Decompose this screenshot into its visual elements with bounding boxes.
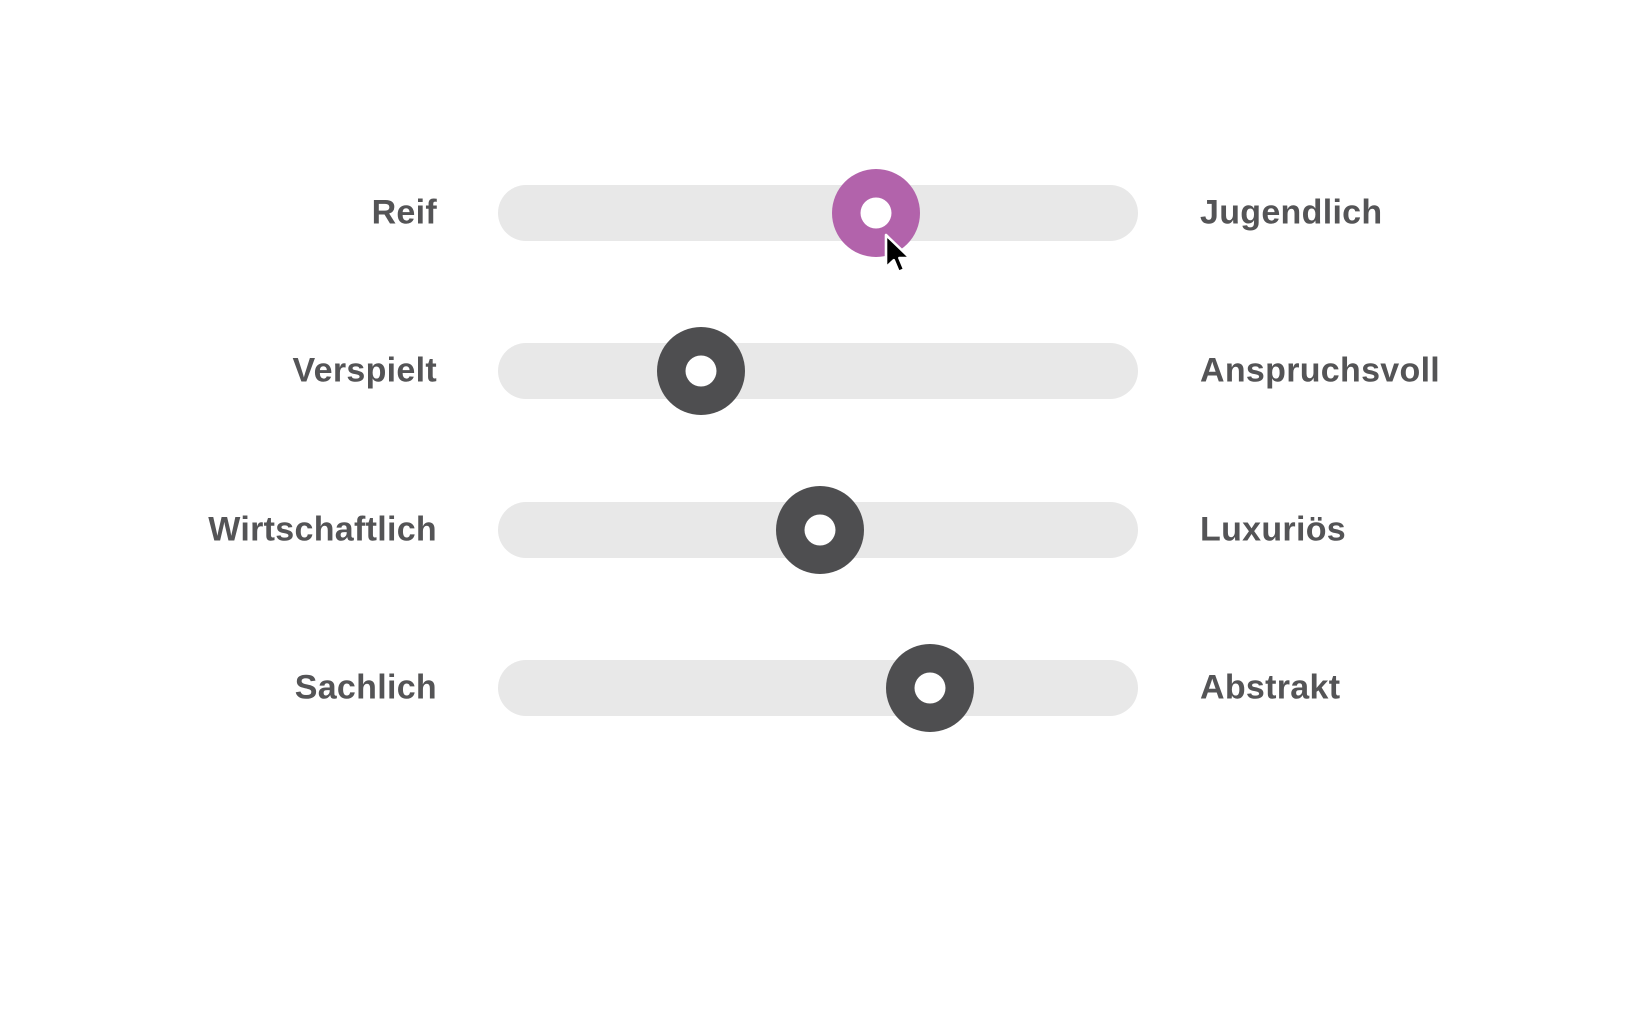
slider-row-wirtschaftlich-luxurioes: Wirtschaftlich Luxuriös <box>0 486 1636 574</box>
slider-handle-hole <box>804 514 836 546</box>
slider-handle-hole <box>685 355 717 387</box>
slider-track-verspielt-anspruchsvoll[interactable] <box>498 327 1138 415</box>
slider-left-label: Wirtschaftlich <box>208 510 437 549</box>
slider-handle-hole <box>914 672 946 704</box>
slider-left-label: Reif <box>371 193 437 232</box>
slider-handle-verspielt-anspruchsvoll[interactable] <box>656 327 745 415</box>
slider-row-sachlich-abstrakt: Sachlich Abstrakt <box>0 644 1636 732</box>
slider-handle-sachlich-abstrakt[interactable] <box>886 644 974 732</box>
slider-handle-reif-jugendlich[interactable] <box>832 169 921 257</box>
slider-right-label: Abstrakt <box>1200 668 1341 707</box>
slider-right-label: Anspruchsvoll <box>1200 351 1441 390</box>
slider-right-label: Luxuriös <box>1200 510 1346 549</box>
slider-track-sachlich-abstrakt[interactable] <box>498 644 1138 732</box>
slider-row-verspielt-anspruchsvoll: Verspielt Anspruchsvoll <box>0 327 1636 415</box>
slider-handle-wirtschaftlich-luxurioes[interactable] <box>775 486 864 574</box>
slider-track-reif-jugendlich[interactable] <box>498 169 1138 257</box>
slider-right-label: Jugendlich <box>1200 193 1383 232</box>
slider-left-label: Sachlich <box>294 668 437 707</box>
slider-handle-hole <box>860 197 892 229</box>
slider-row-reif-jugendlich: Reif Jugendlich <box>0 169 1636 257</box>
slider-track-wirtschaftlich-luxurioes[interactable] <box>498 486 1138 574</box>
slider-left-label: Verspielt <box>292 351 437 390</box>
